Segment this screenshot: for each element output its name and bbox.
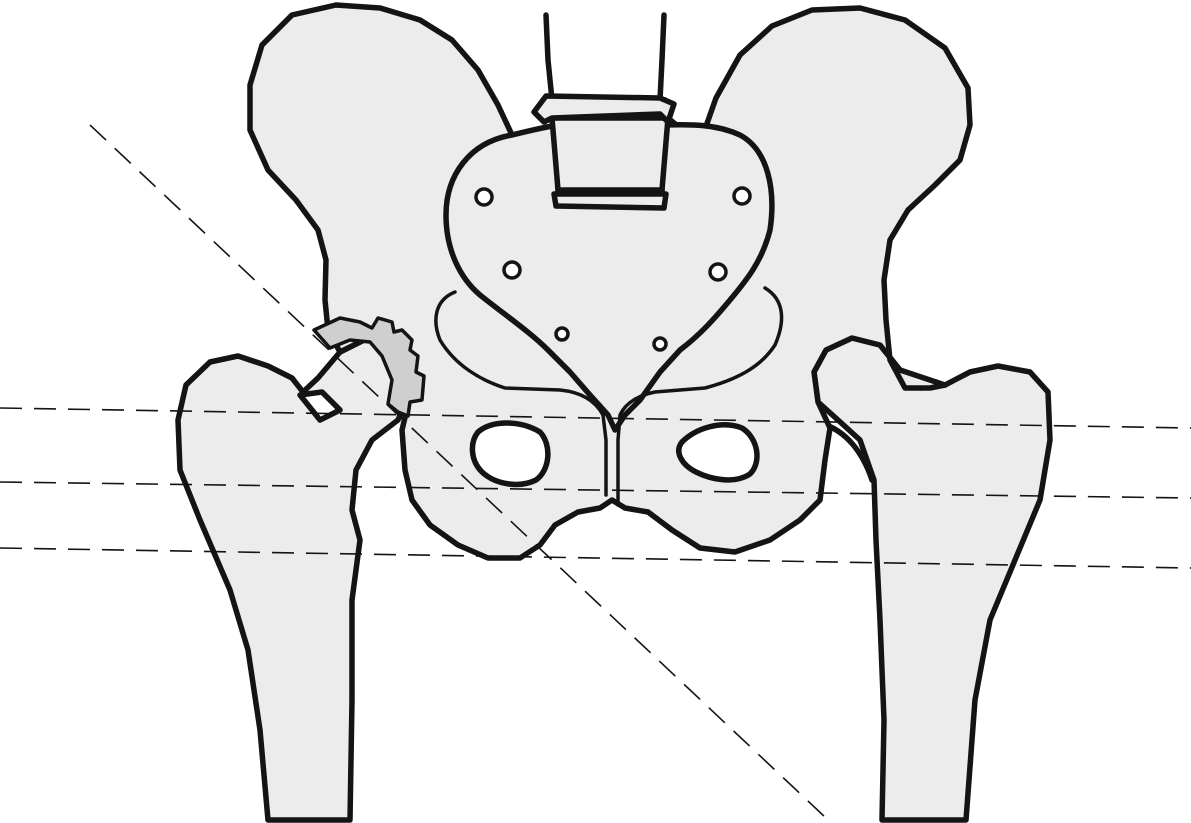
sacral-foramen-lower-left: [556, 328, 568, 340]
spinal-column-right-edge: [660, 15, 664, 100]
sacral-foramen-mid-right: [710, 264, 726, 280]
left-femur: [178, 338, 412, 820]
right-obturator-foramen: [679, 425, 757, 480]
right-femur: [814, 338, 1050, 820]
sacral-foramen-mid-left: [504, 262, 520, 278]
spinal-column-left-edge: [546, 15, 552, 100]
lumbar-vertebra: [552, 118, 668, 190]
sacral-foramen-lower-right: [654, 338, 666, 350]
lower-intervertebral-disc: [554, 194, 666, 208]
sacral-foramen-upper-right: [734, 188, 750, 204]
left-obturator-foramen: [472, 423, 547, 484]
sacral-foramen-upper-left: [476, 189, 492, 205]
